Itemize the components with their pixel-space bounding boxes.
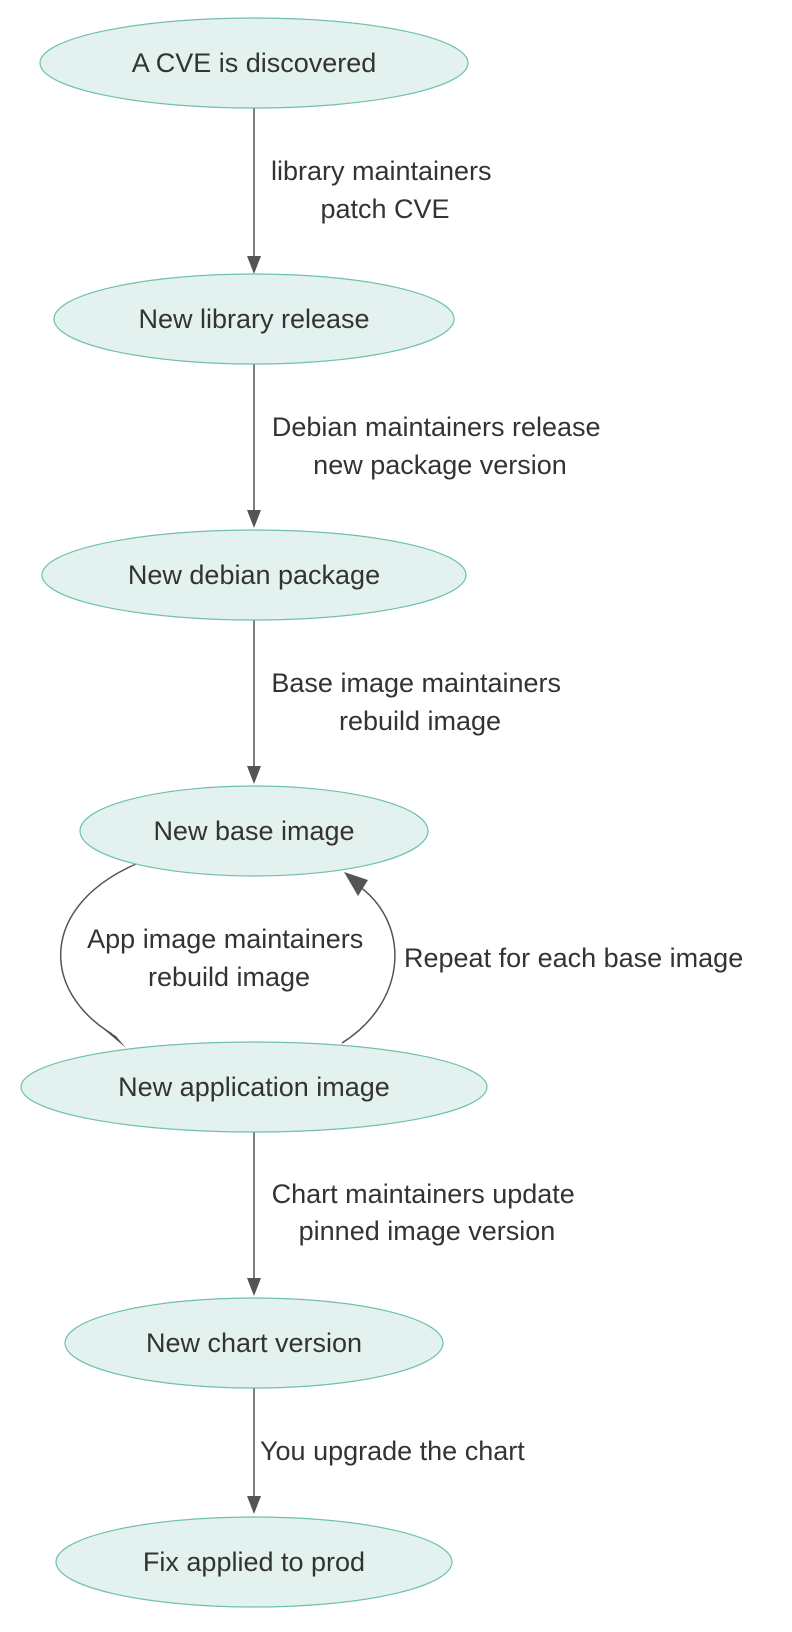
edge-chart-to-prod [247, 1388, 261, 1514]
edge-app-to-base [341, 872, 396, 1044]
node-ellipse [64, 1297, 444, 1389]
edge-label-base-to-app: App image maintainers rebuild image [87, 924, 371, 992]
node-debian: New debian package [41, 529, 467, 621]
node-ellipse [20, 1041, 488, 1133]
node-ellipse [39, 17, 469, 109]
node-label: New debian package [128, 560, 380, 590]
node-app: New application image [20, 1041, 488, 1133]
node-base: New base image [79, 785, 429, 877]
node-cve: A CVE is discovered [39, 17, 469, 109]
node-label: A CVE is discovered [132, 48, 377, 78]
arrowhead-icon [344, 872, 368, 896]
edge-curve [341, 883, 396, 1044]
arrowhead-icon [101, 1027, 126, 1048]
node-label: New application image [118, 1072, 390, 1102]
node-library: New library release [53, 273, 455, 365]
arrowhead-icon [247, 256, 261, 274]
node-label: New chart version [146, 1328, 362, 1358]
arrowhead-icon [247, 1278, 261, 1296]
node-prod: Fix applied to prod [55, 1516, 453, 1608]
edge-label-library-to-debian: Debian maintainers release new package v… [272, 412, 608, 480]
node-label: Fix applied to prod [143, 1547, 365, 1577]
edge-label-app-to-chart: Chart maintainers update pinned image ve… [272, 1179, 583, 1246]
node-chart: New chart version [64, 1297, 444, 1389]
node-ellipse [55, 1516, 453, 1608]
node-label: New base image [153, 816, 354, 846]
node-ellipse [53, 273, 455, 365]
arrowhead-icon [247, 1496, 261, 1514]
node-ellipse [41, 529, 467, 621]
arrowhead-icon [247, 766, 261, 784]
node-label: New library release [138, 304, 369, 334]
edge-library-to-debian [247, 364, 261, 528]
edge-app-to-chart [247, 1132, 261, 1296]
node-ellipse [79, 785, 429, 877]
edge-label-app-to-base: Repeat for each base image [404, 943, 743, 973]
edge-curve [59, 863, 137, 1035]
edge-label-cve-to-library: library maintainers patch CVE [271, 156, 499, 224]
edge-cve-to-library [247, 108, 261, 274]
edge-debian-to-base [247, 620, 261, 784]
edge-label-debian-to-base: Base image maintainers rebuild image [271, 668, 568, 736]
arrowhead-icon [247, 510, 261, 528]
edge-base-to-app [59, 863, 137, 1048]
edge-label-chart-to-prod: You upgrade the chart [260, 1436, 525, 1466]
